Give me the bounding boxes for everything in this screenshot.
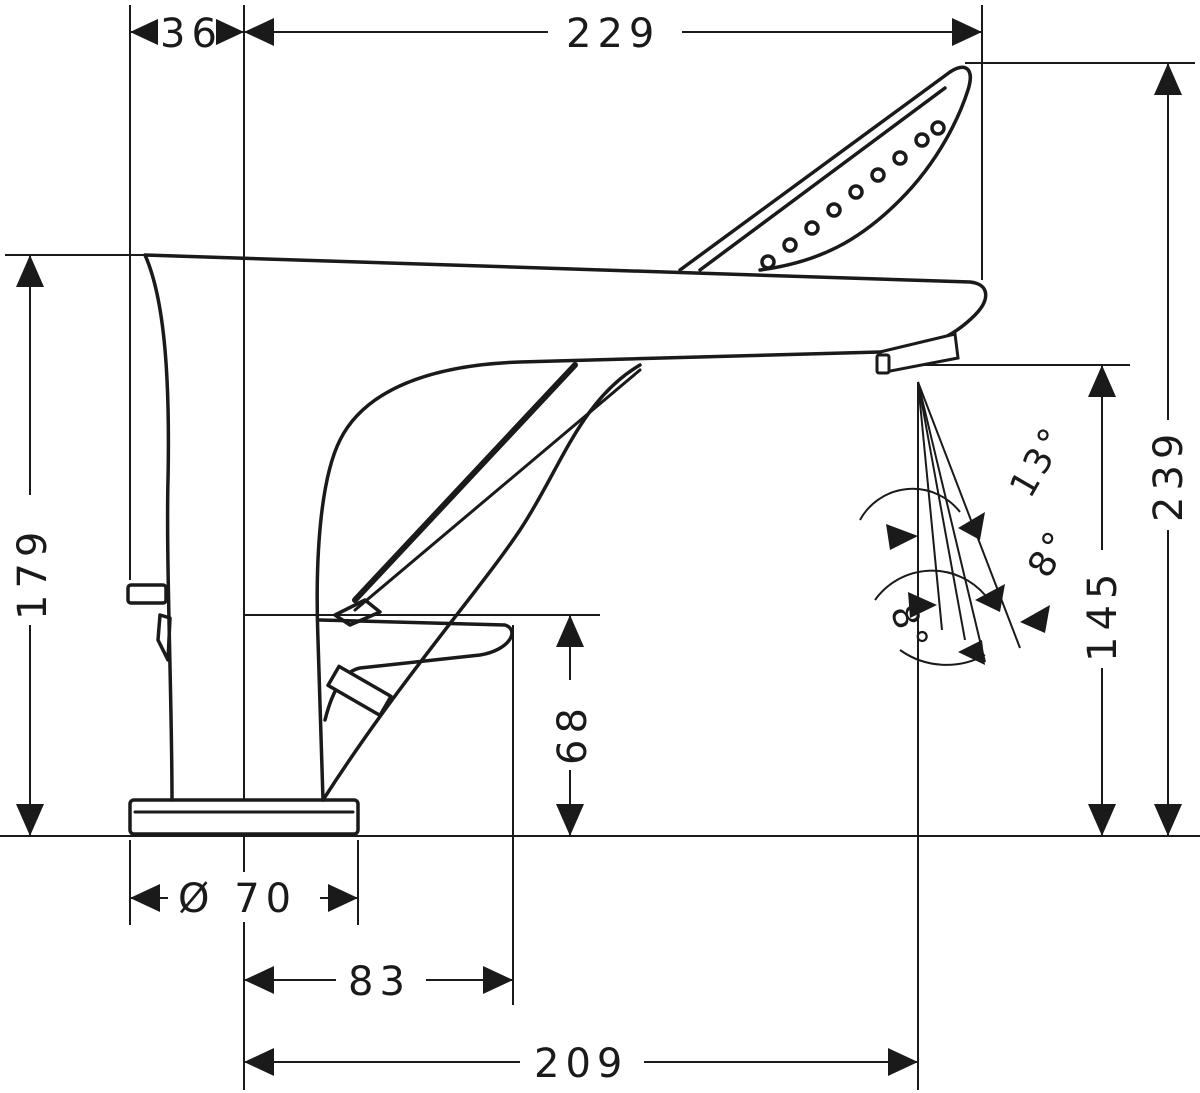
dimension-229: 229 — [244, 8, 982, 57]
dimension-diameter-70: Ø 70 — [130, 872, 358, 922]
dimension-145: 145 — [1080, 365, 1126, 836]
dimension-179: 179 — [8, 255, 56, 836]
dimension-239: 239 — [1146, 63, 1192, 836]
extension-lines — [5, 5, 1195, 1090]
angle-8-right-label: 8° — [1020, 522, 1080, 585]
dim-145-label: 145 — [1080, 568, 1126, 662]
lever-handle — [318, 598, 514, 722]
spray-pattern — [859, 381, 1050, 670]
shower-nozzles — [760, 120, 946, 270]
dim-diameter-70-label: Ø 70 — [178, 876, 297, 922]
dimension-209: 209 — [244, 1037, 918, 1087]
faucet-body — [126, 253, 988, 836]
dim-36-label: 36 — [160, 11, 223, 57]
dim-209-label: 209 — [534, 1041, 628, 1087]
dimension-36: 36 — [130, 10, 244, 57]
dimension-68: 68 — [548, 615, 596, 836]
dim-68-label: 68 — [550, 702, 596, 765]
dim-83-label: 83 — [348, 959, 411, 1005]
angle-13-label: 13° — [1002, 418, 1075, 504]
hand-shower — [321, 65, 972, 802]
dim-239-label: 239 — [1146, 428, 1192, 522]
dim-229-label: 229 — [566, 11, 660, 57]
dimension-83: 83 — [244, 955, 513, 1005]
dim-179-label: 179 — [10, 526, 56, 620]
